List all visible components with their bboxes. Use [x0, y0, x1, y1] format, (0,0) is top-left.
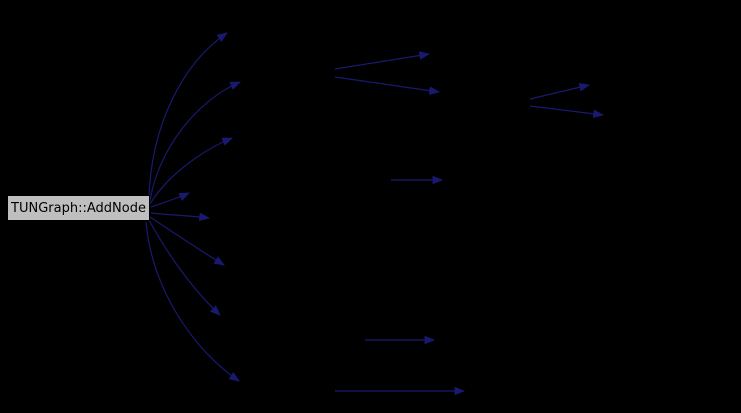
root-node-label: TUNGraph::AddNode [11, 200, 146, 216]
call-edge-level1 [149, 137, 233, 205]
call-edge-level3 [529, 105, 605, 119]
call-edge-level1 [148, 219, 221, 316]
call-edges-group [145, 32, 605, 396]
call-edge-level1 [148, 32, 228, 199]
call-edge-level1 [149, 81, 241, 202]
call-edge-level1 [145, 221, 240, 382]
call-edge-level1 [150, 192, 190, 208]
call-edge-level2 [334, 51, 431, 70]
call-edge-level2 [334, 76, 441, 95]
call-edge-level3 [529, 83, 591, 100]
call-edge-level1 [149, 216, 225, 266]
root-node: TUNGraph::AddNode [7, 195, 150, 221]
call-edge-level1 [150, 212, 211, 222]
